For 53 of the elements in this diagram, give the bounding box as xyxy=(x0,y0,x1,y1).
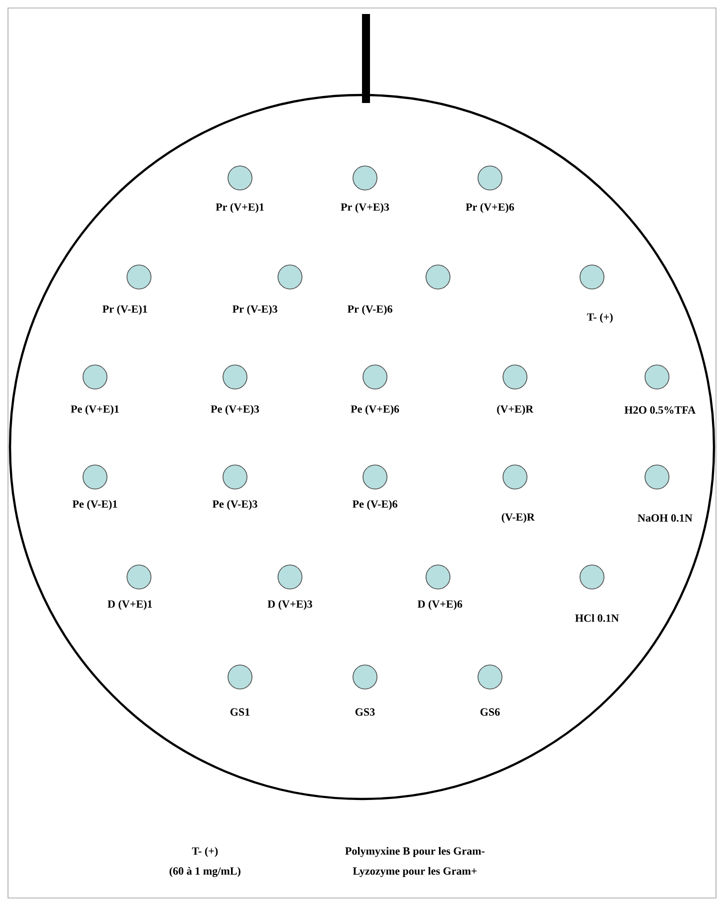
well-label: Pr (V+E)3 xyxy=(340,203,389,213)
well-label: NaOH 0.1N xyxy=(638,514,692,522)
well-circle xyxy=(426,564,450,590)
well-label: Pe (V+E)6 xyxy=(350,405,400,415)
well-label: (V-E)R xyxy=(502,513,535,523)
note-text: T- (+) xyxy=(192,847,218,857)
well-circle xyxy=(222,364,248,390)
well-label: D (V+E)3 xyxy=(268,600,312,610)
well-circle xyxy=(352,166,378,190)
well-circle xyxy=(278,564,302,590)
well-circle xyxy=(228,664,252,690)
note-text: Lyzozyme pour les Gram+ xyxy=(352,867,477,877)
well-circle xyxy=(478,166,502,190)
well-label: Pe (V+E)1 xyxy=(70,405,119,415)
well-circle xyxy=(82,364,108,390)
well-circle xyxy=(278,264,302,290)
plate-circle xyxy=(8,94,716,800)
well-label: GS3 xyxy=(355,708,375,716)
well-label: Pr (V+E)6 xyxy=(466,203,514,213)
well-circle xyxy=(362,364,388,390)
well-label: Pe (V+E)3 xyxy=(210,405,259,415)
well-circle xyxy=(502,364,528,390)
well-label: Pe (V-E)3 xyxy=(212,500,258,510)
well-label: GS1 xyxy=(230,708,250,716)
well-circle xyxy=(362,464,388,490)
well-label: GS6 xyxy=(480,708,500,716)
well-label: (V+E)R xyxy=(497,405,534,415)
well-circle xyxy=(82,464,108,490)
note-text: Polymyxine B pour les Gram- xyxy=(345,847,485,857)
well-circle xyxy=(580,564,604,590)
well-label: H2O 0.5%TFA xyxy=(624,406,696,414)
well-circle xyxy=(502,464,528,490)
well-label: HCl 0.1N xyxy=(575,614,619,622)
well-circle xyxy=(222,464,248,490)
well-label: D (V+E)6 xyxy=(418,600,462,610)
well-circle xyxy=(126,564,152,590)
well-label: T- (+) xyxy=(587,313,613,323)
well-circle xyxy=(644,464,670,490)
well-label: Pe (V-E)6 xyxy=(352,500,398,510)
well-circle xyxy=(478,664,502,690)
well-label: D (V+E)1 xyxy=(108,600,152,610)
note-text: (60 à 1 mg/mL) xyxy=(170,866,240,878)
well-circle xyxy=(580,264,604,290)
well-label: Pr (V+E)1 xyxy=(216,203,264,213)
well-circle xyxy=(644,364,670,390)
well-circle xyxy=(352,664,378,690)
well-label: Pr (V-E)3 xyxy=(232,305,278,315)
well-label: Pe (V-E)1 xyxy=(72,500,118,510)
well-label: Pr (V-E)6 xyxy=(348,305,392,315)
well-circle xyxy=(126,264,152,290)
well-circle xyxy=(228,166,252,190)
well-circle xyxy=(426,264,450,290)
well-label: Pr (V-E)1 xyxy=(102,305,148,315)
